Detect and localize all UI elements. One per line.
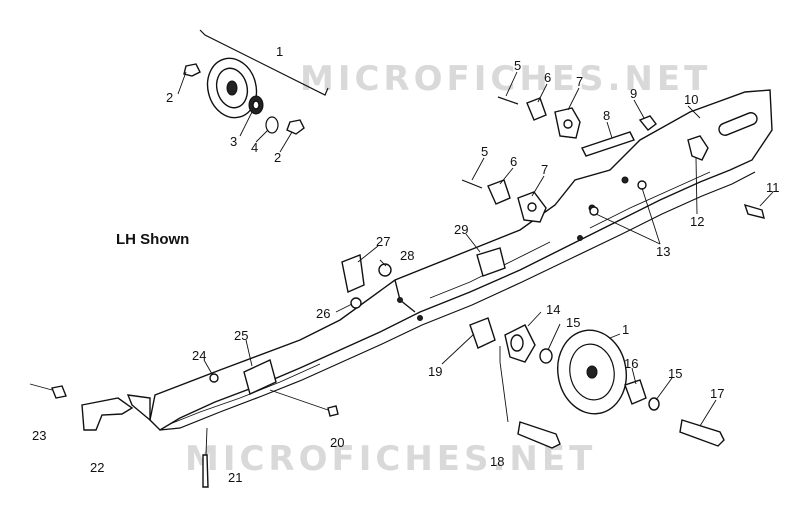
- callout-17: 17: [710, 386, 724, 401]
- callout-24: 24: [192, 348, 206, 363]
- rail-hole-2: [621, 176, 629, 184]
- washer-15b: [648, 397, 660, 411]
- watermark-bottom: MICROFICHES.NET: [185, 439, 596, 479]
- callout-labels: 1 2 3 4 2 5 6 7 8 9 10 5 6 7 11 12 13 29…: [32, 44, 780, 485]
- leader-20: [269, 389, 329, 411]
- rail-groove-1: [169, 363, 321, 425]
- wheel-1-hub: [586, 365, 598, 379]
- callout-21: 21: [228, 470, 242, 485]
- callout-27: 27: [376, 234, 390, 249]
- callout-7-lower: 7: [541, 162, 548, 177]
- callout-5-lower: 5: [481, 144, 488, 159]
- rail-groove-3: [589, 171, 711, 229]
- callout-20: 20: [330, 435, 344, 450]
- callout-26: 26: [316, 306, 330, 321]
- rail-rear-slot: [718, 112, 758, 136]
- callout-22: 22: [90, 460, 104, 475]
- spacer-14-hole: [510, 334, 524, 352]
- callout-6-upper: 6: [544, 70, 551, 85]
- callout-15-upper: 15: [566, 315, 580, 330]
- callout-18: 18: [490, 454, 504, 469]
- rail-front-tip: [126, 394, 151, 422]
- callout-4: 4: [251, 140, 258, 155]
- callout-15-lower: 15: [668, 366, 682, 381]
- leader-21: [205, 427, 208, 456]
- rail-lower-edge: [159, 171, 756, 431]
- watermark-top: MICROFICHES.NET: [300, 59, 711, 99]
- callout-10: 10: [684, 92, 698, 107]
- idler-wheel-upper: [183, 29, 329, 135]
- callout-6-lower: 6: [510, 154, 517, 169]
- bolt-18: [517, 421, 561, 449]
- rail-outer: [149, 89, 773, 431]
- idler-wheel-lower: [469, 317, 725, 449]
- callout-11: 11: [766, 180, 780, 195]
- view-note: LH Shown: [116, 231, 189, 248]
- callout-2-right: 2: [274, 150, 281, 165]
- callout-8: 8: [603, 108, 610, 123]
- callout-12: 12: [690, 214, 704, 229]
- callout-14: 14: [546, 302, 560, 317]
- callout-23: 23: [32, 428, 46, 443]
- leader-18: [499, 346, 509, 423]
- wheel-1-rim: [569, 343, 615, 401]
- callout-13: 13: [656, 244, 670, 259]
- callout-1-upper: 1: [276, 44, 283, 59]
- bolt-17: [679, 419, 725, 447]
- callout-29: 29: [454, 222, 468, 237]
- callout-3: 3: [230, 134, 237, 149]
- screw-21: [202, 454, 209, 488]
- nut-20: [327, 405, 339, 417]
- callout-5-upper: 5: [514, 58, 521, 73]
- callout-25: 25: [234, 328, 248, 343]
- callout-1-lower: 1: [622, 322, 629, 337]
- leader-lines: [177, 71, 774, 427]
- washer-15a: [539, 348, 553, 364]
- bracket-callout-1: [199, 29, 329, 96]
- middle-parts: [209, 247, 506, 395]
- callout-7-upper: 7: [576, 74, 583, 89]
- leader-23: [29, 383, 53, 391]
- rail-hole-3: [577, 235, 583, 241]
- callout-2-left: 2: [166, 90, 173, 105]
- screw-23: [51, 385, 67, 399]
- tip-22: [81, 397, 134, 431]
- front-hardware: [29, 383, 339, 488]
- callout-19: 19: [428, 364, 442, 379]
- upper-mount-parts: [461, 96, 765, 223]
- rail-hole-5: [417, 315, 423, 321]
- callout-28: 28: [400, 248, 414, 263]
- callout-9: 9: [630, 86, 637, 101]
- spacer-19: [469, 317, 496, 349]
- rail-hole-4: [397, 297, 403, 303]
- callout-16: 16: [624, 356, 638, 371]
